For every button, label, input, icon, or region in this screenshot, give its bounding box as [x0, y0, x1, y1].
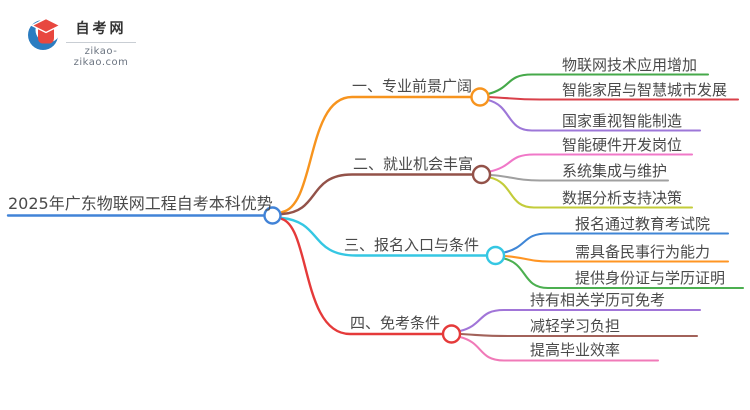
branch-1-label: 一、专业前景广阔: [351, 77, 472, 95]
branch-1-curve: [280, 95, 473, 214]
branch-2-child-2-line: [488, 173, 670, 182]
branch-2-child-2-label: 系统集成与维护: [562, 162, 668, 180]
branch-1-node-circle: [470, 87, 490, 107]
logo-divider: [66, 42, 136, 43]
branch-1-child-2-label: 智能家居与智慧城市发展: [562, 81, 728, 99]
branch-2-child-1-label: 智能硬件开发岗位: [562, 136, 683, 154]
branch-3-curve: [280, 216, 489, 257]
branch-3-child-3-label: 提供身份证与学历证明: [575, 269, 726, 287]
branch-4-curve: [280, 217, 445, 336]
branch-4-child-2-label: 减轻学习负担: [530, 317, 621, 335]
branch-2-curve: [280, 173, 474, 216]
branch-1-child-1-line: [486, 73, 710, 96]
branch-4-child-1-line: [458, 308, 702, 333]
branch-4-label: 四、免考条件: [349, 314, 440, 332]
branch-2-child-1-line: [488, 153, 694, 173]
central-node-circle: [263, 206, 282, 225]
logo-domain: zikao-zikao.com: [73, 46, 129, 68]
branch-2-node-circle: [471, 164, 492, 185]
branch-1-child-1-label: 物联网技术应用增加: [562, 56, 698, 74]
branch-1-child-3-line: [486, 98, 702, 132]
branch-2-child-3-label: 数据分析支持决策: [562, 189, 683, 207]
branch-3-node-circle: [485, 245, 506, 266]
branch-4-child-1-label: 持有相关学历可免考: [530, 291, 666, 309]
logo: 自考网 zikao-zikao.com: [28, 13, 140, 68]
branch-1-child-2-line: [486, 95, 740, 101]
branch-4-child-3-line: [458, 335, 660, 362]
logo-text: 自考网 zikao-zikao.com: [66, 13, 136, 68]
branch-2-label: 二、就业机会丰富: [352, 155, 473, 173]
branch-4-child-2-line: [458, 332, 699, 338]
logo-title: 自考网: [75, 21, 127, 37]
graduation-cap-icon: [28, 17, 62, 50]
branch-4-child-3-label: 提高毕业效率: [530, 341, 621, 359]
branch-4-node-circle: [441, 324, 462, 344]
branch-3-label: 三、报名入口与条件: [343, 236, 479, 254]
branch-3-child-2-label: 需具备民事行为能力: [575, 243, 711, 261]
branch-3-child-1-label: 报名通过教育考试院: [575, 215, 711, 233]
branch-1-child-3-label: 国家重视智能制造: [562, 112, 683, 130]
central-topic-label: 2025年广东物联网工程自考本科优势: [8, 194, 273, 213]
branch-3-child-1-line: [502, 232, 730, 254]
branch-2-child-3-line: [488, 176, 694, 209]
branch-3-child-2-line: [502, 254, 730, 263]
branch-3-child-3-line: [502, 257, 745, 290]
